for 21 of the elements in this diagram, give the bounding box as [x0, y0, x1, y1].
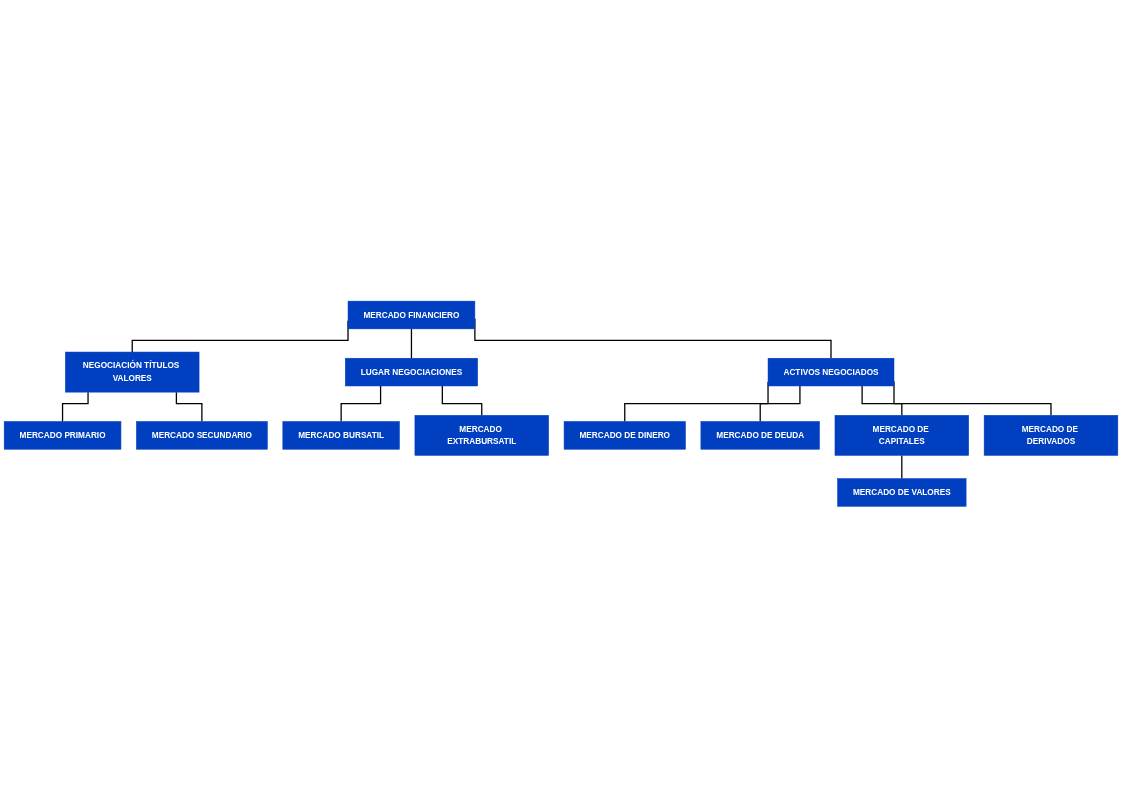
node-box: MERCADO DE DINERO	[563, 421, 686, 450]
node-box: MERCADO DE VALORES	[837, 478, 967, 507]
node-box: MERCADO FINANCIERO	[347, 300, 476, 329]
connector	[441, 385, 483, 416]
connector	[340, 385, 382, 422]
node-box: MERCADO DE CAPITALES	[834, 414, 969, 456]
connector	[61, 391, 89, 422]
node-box: MERCADO BURSATIL	[282, 421, 400, 450]
node-box: ACTIVOS NEGOCIADOS	[767, 357, 895, 386]
node-box: NEGOCIACIÓN TÍTULOS VALORES	[65, 351, 200, 393]
node-box: MERCADO DE DERIVADOS	[983, 414, 1119, 456]
connector	[759, 385, 801, 422]
node-box: MERCADO SECUNDARIO	[136, 421, 268, 450]
connector	[901, 454, 903, 479]
node-box: MERCADO EXTRABURSATIL	[414, 414, 549, 456]
connector	[175, 391, 203, 422]
connector	[410, 328, 413, 359]
node-box: MERCADO DE DEUDA	[700, 421, 820, 450]
connector	[861, 385, 903, 416]
node-box: MERCADO PRIMARIO	[3, 421, 122, 450]
node-box: LUGAR NEGOCIACIONES	[345, 357, 478, 386]
